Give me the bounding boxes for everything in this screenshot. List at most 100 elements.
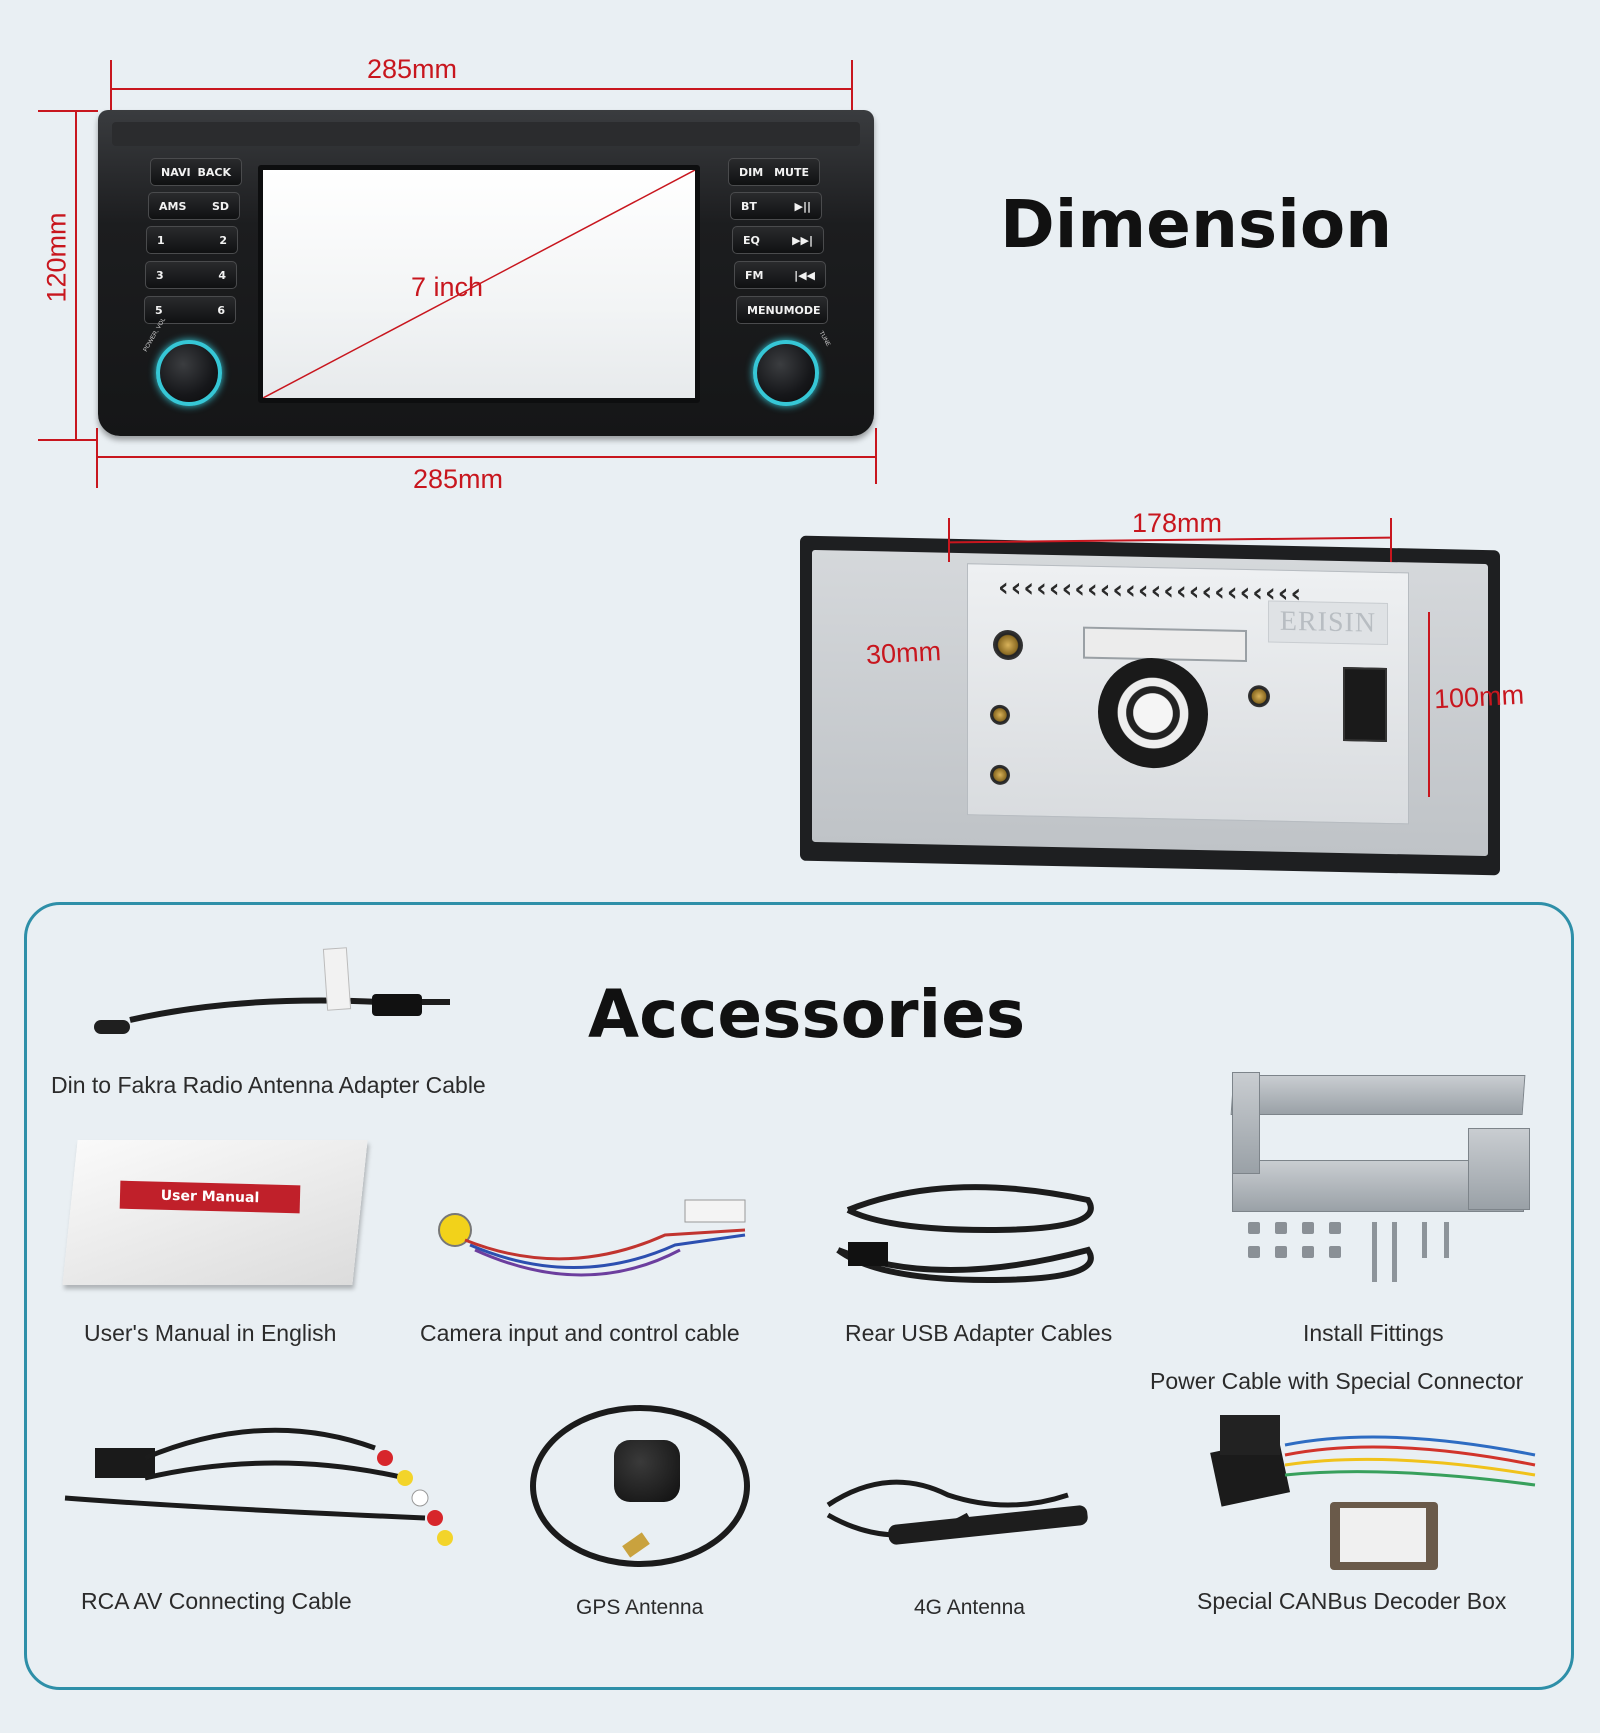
dim-mute-button[interactable]: DIM MUTE <box>728 158 820 186</box>
rca-cable-image <box>64 1427 453 1546</box>
button-label: NAVI <box>161 165 191 179</box>
button-label: SD <box>211 199 229 213</box>
button-label: MODE <box>783 303 821 317</box>
chassis: ‹‹‹‹‹‹‹‹‹‹‹‹‹‹‹‹‹‹‹‹‹‹‹‹ ERISIN <box>967 563 1409 825</box>
screw-icon <box>1329 1222 1341 1234</box>
usb-cable-image <box>836 1184 1094 1284</box>
bt-play-button[interactable]: BT ▶|| <box>730 192 822 220</box>
navi-back-button[interactable]: NAVI BACK <box>150 158 242 186</box>
display-screen[interactable]: 7 inch <box>258 165 700 403</box>
user-manual-image <box>62 1140 368 1285</box>
eq-next-button[interactable]: EQ ▶▶| <box>732 226 824 254</box>
gps-antenna-icon <box>614 1440 680 1502</box>
button-label: 5 <box>155 303 163 317</box>
4g-port <box>990 764 1010 786</box>
volume-knob[interactable] <box>156 340 222 406</box>
screw-icon <box>1329 1246 1341 1258</box>
dimension-tick <box>110 60 112 118</box>
cable-tag <box>322 947 352 1011</box>
bracket <box>1232 1072 1260 1174</box>
screen-diagonal-label: 7 inch <box>411 272 484 302</box>
screw-icon <box>1392 1222 1397 1282</box>
button-label: 6 <box>217 303 225 317</box>
button-label: 4 <box>218 268 226 282</box>
dimension-tick <box>96 428 98 488</box>
dimension-tick <box>1390 518 1392 562</box>
caption-user-manual: User's Manual in English <box>84 1320 337 1346</box>
cable-part <box>129 997 450 1023</box>
gps-cable-coil <box>530 1405 750 1567</box>
button-label: MENU <box>747 303 784 317</box>
caption-antenna-adapter: Din to Fakra Radio Antenna Adapter Cable <box>51 1072 486 1098</box>
vent-slots: ‹‹‹‹‹‹‹‹‹‹‹‹‹‹‹‹‹‹‹‹‹‹‹‹ <box>998 572 1304 610</box>
tune-knob[interactable] <box>753 340 819 406</box>
screw-icon <box>1248 1222 1260 1234</box>
dimension-line-top <box>111 88 851 90</box>
button-label: BT <box>741 199 757 213</box>
caption-power-cable: Power Cable with Special Connector <box>1150 1368 1524 1394</box>
back-width-label: 178mm <box>1132 508 1223 538</box>
bracket <box>1468 1128 1530 1210</box>
diagonal-line <box>263 170 695 398</box>
head-unit-front: NAVI BACK AMS SD 1 2 3 4 5 6 7 inch DIM <box>98 110 874 436</box>
screw-icon <box>1422 1222 1427 1258</box>
camera-cable-image <box>438 1199 746 1277</box>
coaxial-port <box>1248 685 1270 708</box>
top-bezel <box>112 122 860 146</box>
preset-3-4-button[interactable]: 3 4 <box>145 261 237 289</box>
back-depth-label: 30mm <box>865 636 942 670</box>
caption-install-fittings: Install Fittings <box>1303 1320 1444 1346</box>
preset-1-2-button[interactable]: 1 2 <box>146 226 238 254</box>
bracket <box>1230 1075 1526 1115</box>
screw-icon <box>1444 1222 1449 1258</box>
caption-camera-cable: Camera input and control cable <box>420 1320 740 1346</box>
screw-icon <box>1275 1246 1287 1258</box>
gps-port <box>990 704 1010 726</box>
preset-5-6-button[interactable]: 5 6 <box>144 296 236 324</box>
button-label: 2 <box>219 233 227 247</box>
button-label: FM <box>745 268 764 282</box>
4g-antenna-image <box>826 1479 1088 1545</box>
screw-icon <box>1302 1222 1314 1234</box>
button-label: AMS <box>159 199 187 213</box>
accessories-heading: Accessories <box>588 976 1026 1053</box>
dimension-tick <box>38 110 98 112</box>
button-label: 3 <box>156 268 164 282</box>
head-unit-back: ‹‹‹‹‹‹‹‹‹‹‹‹‹‹‹‹‹‹‹‹‹‹‹‹ ERISIN <box>800 535 1500 876</box>
dimension-tick <box>38 439 98 441</box>
screw-icon <box>1372 1222 1377 1282</box>
dimension-line-bottom <box>97 456 877 458</box>
dimension-line-left <box>75 110 77 440</box>
button-label: 1 <box>157 233 165 247</box>
caption-gps-antenna: GPS Antenna <box>576 1596 704 1619</box>
front-height-label: 120mm <box>41 212 72 303</box>
fm-prev-button[interactable]: FM |◀◀ <box>734 261 826 289</box>
screw-icon <box>1248 1246 1260 1258</box>
front-width-bottom-label: 285mm <box>413 464 504 494</box>
user-manual-tag: User Manual <box>119 1180 301 1214</box>
back-plate: ‹‹‹‹‹‹‹‹‹‹‹‹‹‹‹‹‹‹‹‹‹‹‹‹ ERISIN <box>812 549 1488 857</box>
dimension-tick <box>851 60 853 118</box>
accessories-panel <box>24 902 1574 1690</box>
button-label: EQ <box>743 233 760 247</box>
caption-rca-cable: RCA AV Connecting Cable <box>81 1588 352 1614</box>
power-cable-image <box>1210 1415 1536 1507</box>
dimension-heading: Dimension <box>1000 186 1393 263</box>
dimension-line-back-height <box>1428 612 1430 797</box>
screw-icon <box>1302 1246 1314 1258</box>
iso-connector <box>1083 626 1247 663</box>
brand-plate: ERISIN <box>1268 600 1388 645</box>
caption-usb-cable: Rear USB Adapter Cables <box>845 1320 1113 1346</box>
ams-sd-button[interactable]: AMS SD <box>148 192 240 220</box>
dimension-tick <box>948 518 950 562</box>
button-label: ▶▶| <box>792 233 813 247</box>
radio-port <box>993 629 1023 661</box>
decoder-label <box>1340 1508 1426 1562</box>
caption-4g-antenna: 4G Antenna <box>914 1596 1025 1619</box>
caption-canbus-decoder: Special CANBus Decoder Box <box>1197 1588 1507 1614</box>
button-label: |◀◀ <box>794 268 815 282</box>
menu-mode-button[interactable]: MENU MODE <box>736 296 828 324</box>
button-label: ▶|| <box>794 199 812 213</box>
knob-label: TUNE <box>817 330 831 348</box>
front-width-top-label: 285mm <box>367 54 458 84</box>
